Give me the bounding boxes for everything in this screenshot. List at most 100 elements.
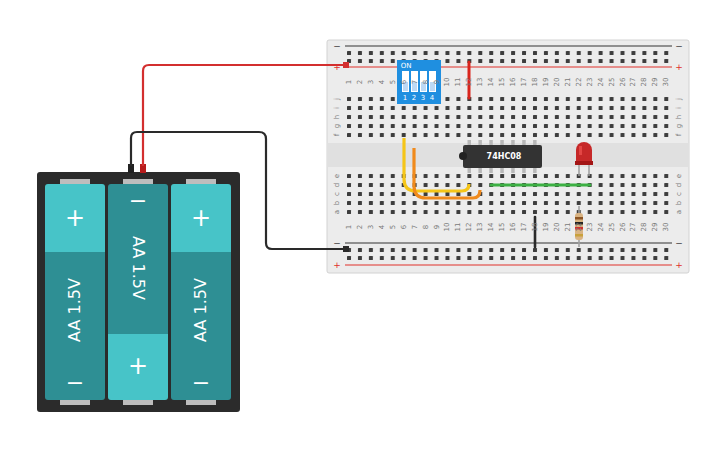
battery-cell: +AA 1.5V− (171, 184, 231, 400)
column-number: 4 (378, 225, 385, 229)
column-number: 11 (455, 78, 462, 87)
column-number: 1 (346, 225, 353, 229)
column-number: 29 (652, 78, 659, 87)
column-number: 30 (663, 78, 670, 87)
column-number: 21 (564, 78, 571, 87)
chip-notch (459, 152, 467, 160)
column-number: 15 (499, 78, 506, 87)
rail-sign: − (675, 42, 683, 51)
column-number: 12 (466, 78, 473, 87)
row-letter: j (676, 98, 683, 100)
column-number: 14 (488, 78, 495, 87)
column-number: 10 (444, 78, 451, 87)
column-number: 14 (488, 223, 495, 232)
node-text: + (191, 206, 211, 230)
column-number: 29 (652, 223, 659, 232)
column-number: 8 (422, 225, 429, 229)
row-letter: i (334, 107, 341, 109)
column-number: 19 (542, 223, 549, 232)
row-letter: j (334, 98, 341, 100)
node-text: − (66, 372, 84, 394)
row-letter: h (676, 115, 683, 119)
column-number: 22 (575, 223, 582, 232)
column-number: 25 (608, 78, 615, 87)
column-number: 28 (641, 223, 648, 232)
ic-chip: 74HC08 (463, 145, 542, 168)
column-number: 26 (619, 223, 626, 232)
green-wire (491, 184, 590, 187)
column-number: 17 (521, 78, 528, 87)
node-text: 2 (412, 95, 416, 102)
column-number: 24 (597, 78, 604, 87)
column-number: 8 (422, 80, 429, 84)
column-number: 13 (477, 223, 484, 232)
column-number: 27 (630, 78, 637, 87)
node-text: + (65, 206, 85, 230)
row-letter: e (676, 174, 683, 178)
column-number: 27 (630, 223, 637, 232)
column-number: 7 (411, 80, 418, 84)
column-number: 16 (510, 78, 517, 87)
breadboard (327, 40, 689, 273)
rail-sign: + (333, 63, 341, 72)
rail-sign: + (675, 63, 683, 72)
node-text: AA 1.5V (193, 278, 209, 342)
row-letter: g (334, 124, 341, 128)
column-number: 24 (597, 223, 604, 232)
column-number: 17 (521, 223, 528, 232)
node-text: 1 (403, 95, 407, 102)
led-symbol (575, 142, 593, 176)
column-number: 19 (542, 78, 549, 87)
column-number: 13 (477, 78, 484, 87)
column-number: 2 (356, 80, 363, 84)
row-letter: i (676, 107, 683, 109)
column-number: 23 (586, 223, 593, 232)
node-text: ON (401, 63, 412, 70)
node-text: AA 1.5V (130, 236, 146, 300)
column-number: 10 (444, 223, 451, 232)
column-number: 18 (531, 223, 538, 232)
column-number: 30 (663, 223, 670, 232)
column-number: 20 (553, 223, 560, 232)
column-number: 5 (389, 225, 396, 229)
column-number: 15 (499, 223, 506, 232)
column-number: 22 (575, 78, 582, 87)
row-letter: f (334, 134, 341, 136)
column-number: 21 (564, 223, 571, 232)
row-letter: a (334, 210, 341, 214)
column-number: 18 (531, 78, 538, 87)
battery-cell: −AA 1.5V+ (108, 184, 168, 400)
column-number: 26 (619, 78, 626, 87)
node-text: 74HC08 (487, 153, 522, 161)
column-number: 7 (411, 225, 418, 229)
row-letter: g (676, 124, 683, 128)
column-number: 28 (641, 78, 648, 87)
row-letter: f (676, 134, 683, 136)
row-letter: d (334, 183, 341, 187)
column-number: 23 (586, 78, 593, 87)
row-letter: e (334, 174, 341, 178)
row-letter: a (676, 210, 683, 214)
column-number: 1 (346, 80, 353, 84)
row-letter: h (334, 115, 341, 119)
row-letter: c (676, 192, 683, 196)
row-letter: b (334, 201, 341, 205)
column-number: 3 (367, 80, 374, 84)
rail-sign: + (675, 261, 683, 270)
column-number: 9 (433, 80, 440, 84)
column-number: 6 (400, 225, 407, 229)
column-number: 11 (455, 223, 462, 232)
row-letter: d (676, 183, 683, 187)
resistor-symbol (575, 206, 583, 247)
column-number: 20 (553, 78, 560, 87)
rail-sign: − (675, 239, 683, 248)
column-number: 16 (510, 223, 517, 232)
column-number: 2 (356, 225, 363, 229)
column-number: 25 (608, 223, 615, 232)
column-number: 6 (400, 80, 407, 84)
row-letter: b (676, 201, 683, 205)
red-wire (143, 65, 346, 166)
ground-jumper (534, 217, 537, 247)
node-text: 4 (430, 95, 434, 102)
